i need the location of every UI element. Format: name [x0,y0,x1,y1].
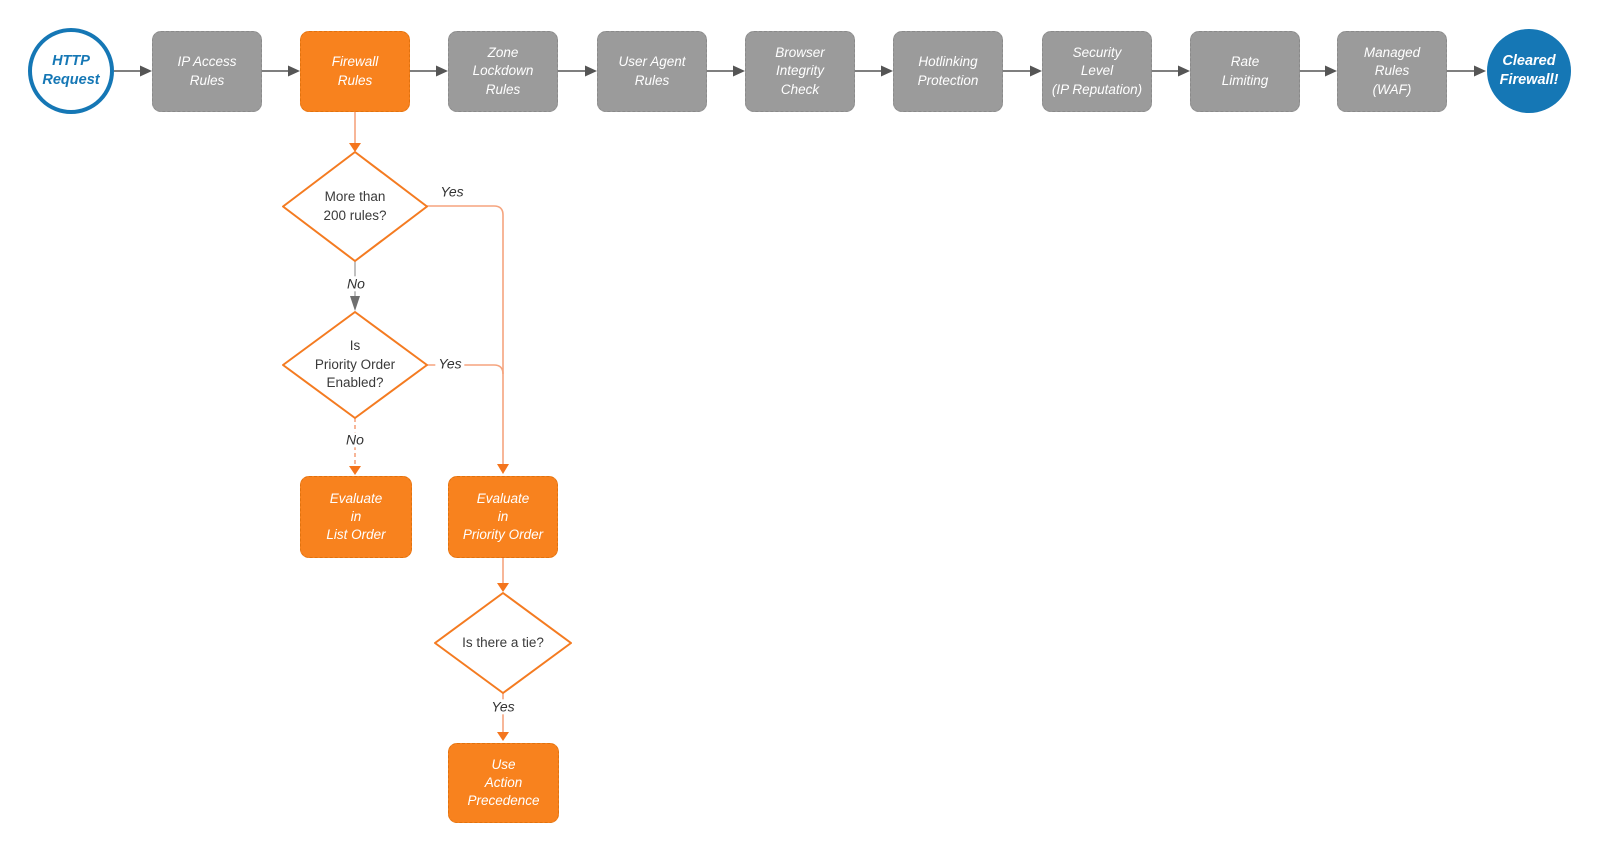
stage-browser-integrity-check: Browser Integrity Check [745,31,855,112]
stage-managed-rules-waf: Managed Rules (WAF) [1337,31,1447,112]
stage-ip-access-rules: IP Access Rules [152,31,262,112]
action-evaluate-in-priority-order: Evaluate in Priority Order [448,476,558,558]
edge-decision2-yes [427,364,504,375]
edge-decision1-yes [427,205,509,474]
start-node-http-request: HTTP Request [28,28,114,114]
edge-firewall-to-decision1 [349,112,361,152]
stage-security-level: Security Level (IP Reputation) [1042,31,1152,112]
decision-diamond-priority-order-enabled [282,311,428,419]
edge-label-decision2-no: No [343,431,367,448]
stage-zone-lockdown-rules: Zone Lockdown Rules [448,31,558,112]
stage-firewall-rules: Firewall Rules [300,31,410,112]
edge-label-decision1-no: No [344,275,368,292]
stage-user-agent-rules: User Agent Rules [597,31,707,112]
decision-diamond-is-there-a-tie [434,592,572,694]
edge-label-decision1-yes: Yes [437,183,467,200]
flow-arrow-rate-to-managed [1300,65,1337,77]
flow-arrow-firewall-to-zone [410,65,448,77]
decision-label-is-there-a-tie: Is there a tie? [462,634,544,650]
edge-label-decision2-yes: Yes [435,355,465,372]
flow-arrow-browser-to-hotlinking [855,65,893,77]
flow-arrow-ip-to-firewall [262,65,300,77]
action-use-action-precedence: Use Action Precedence [448,743,559,823]
decision-label-priority-order-enabled: Is Priority Order Enabled? [314,337,396,391]
stage-hotlinking-protection: Hotlinking Protection [893,31,1003,112]
edge-label-decision3-yes: Yes [488,698,518,715]
end-node-cleared-firewall: Cleared Firewall! [1487,29,1571,113]
flow-arrow-useragent-to-browser [707,65,745,77]
action-evaluate-in-list-order: Evaluate in List Order [300,476,412,558]
flow-arrow-managed-to-cleared [1447,65,1486,77]
flow-arrow-hotlinking-to-security [1003,65,1042,77]
flow-arrow-start-to-ip [114,65,152,77]
decision-diamond-more-than-200-rules [282,151,428,262]
flow-arrow-security-to-rate [1152,65,1190,77]
edge-priority-to-decision3 [497,558,509,592]
stage-rate-limiting: Rate Limiting [1190,31,1300,112]
decision-label-more-than-200-rules: More than 200 rules? [323,188,387,223]
flow-arrow-zone-to-useragent [558,65,597,77]
